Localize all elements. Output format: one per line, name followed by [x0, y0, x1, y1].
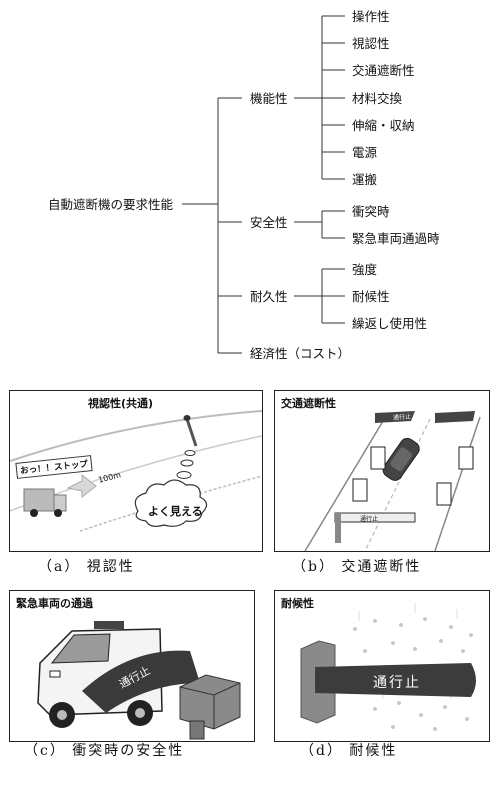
item-material-exchange: 材料交換	[352, 91, 403, 106]
barrier-sign: 通行止	[392, 413, 412, 422]
item-traffic-blocking: 交通遮断性	[352, 63, 415, 78]
caption-b: （b） 交通遮断性	[292, 559, 422, 575]
tree-root: 自動遮断機の要求性能	[48, 197, 174, 212]
panel-visibility: 視認性(共通) おっ！！ストップ 100m よく見える	[9, 390, 263, 552]
panel-a-title: 視認性(共通)	[88, 397, 154, 410]
item-visibility: 視認性	[352, 36, 390, 51]
traffic-blocking-illustration	[304, 411, 481, 551]
group-durability: 耐久性	[250, 289, 288, 304]
group-safety: 安全性	[250, 215, 288, 230]
item-transport: 運搬	[352, 172, 378, 187]
group-functionality: 機能性	[250, 91, 288, 106]
caption-d: （d） 耐候性	[300, 743, 398, 759]
rain-drops	[353, 617, 473, 731]
item-weather-resistance: 耐候性	[352, 289, 390, 304]
cloud-text: よく見える	[148, 505, 203, 518]
item-repeated-use: 繰返し使用性	[352, 316, 428, 331]
panel-traffic-blocking: 交通遮断性 通行止 通行止	[274, 390, 490, 552]
item-power: 電源	[352, 145, 378, 160]
front-barrier-text: 通行止	[360, 516, 379, 523]
item-strength: 強度	[352, 262, 378, 277]
panel-c-title: 緊急車両の通過	[16, 597, 93, 610]
panel-b-title: 交通遮断性	[281, 397, 336, 410]
panel-emergency-vehicle: 緊急車両の通過 通行止	[9, 590, 255, 742]
group-economy: 経済性（コスト）	[250, 346, 351, 361]
visibility-illustration	[10, 410, 262, 532]
item-collision: 衝突時	[352, 204, 390, 219]
emergency-vehicle-illustration	[37, 621, 241, 740]
tree-connectors	[182, 15, 345, 354]
car-icon	[382, 437, 420, 481]
truck-icon	[23, 488, 67, 517]
caption-a: （a） 視認性	[38, 559, 135, 575]
caption-c: （c） 衝突時の安全性	[24, 743, 185, 759]
panel-weather-resistance: 耐候性 通行止	[274, 590, 490, 742]
item-extension-storage: 伸縮・収納	[352, 118, 415, 133]
weather-resistance-illustration	[300, 603, 476, 731]
arm-text: 通行止	[373, 675, 421, 691]
item-operability: 操作性	[352, 9, 390, 24]
item-emergency-vehicle: 緊急車両通過時	[352, 231, 440, 246]
panel-d-title: 耐候性	[281, 597, 314, 610]
requirements-tree: 自動遮断機の要求性能 機能性 安全性 耐久性 経済性（コスト） 操作性 視認性 …	[0, 0, 492, 370]
